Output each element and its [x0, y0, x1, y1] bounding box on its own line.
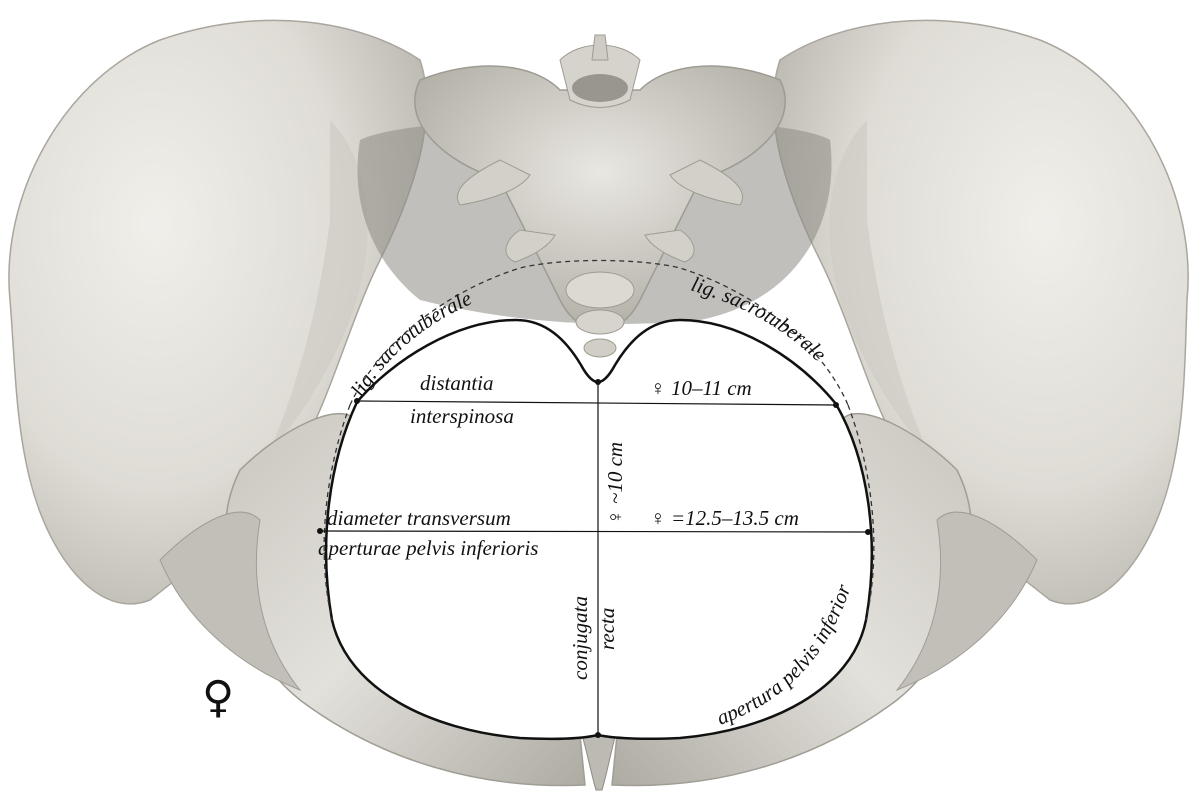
label-interspinosa-value: ♀ 10–11 cm — [650, 376, 752, 400]
point-left-spine — [354, 398, 360, 404]
label-transversum: diameter transversum — [327, 506, 511, 530]
point-right-tuber — [865, 529, 871, 535]
label-distantia: distantia — [420, 371, 494, 395]
label-recta: recta — [595, 608, 619, 650]
female-symbol: ♀ — [202, 672, 234, 723]
label-aperturae: aperturae pelvis inferioris — [318, 536, 538, 560]
point-left-tuber — [317, 528, 323, 534]
point-coccyx-tip — [595, 379, 601, 385]
label-transversum-value: ♀ =12.5–13.5 cm — [650, 506, 799, 530]
point-symphysis — [595, 732, 601, 738]
label-interspinosa: interspinosa — [410, 404, 514, 428]
label-conjugata: conjugata — [568, 596, 592, 680]
coccyx — [566, 272, 634, 308]
label-conjugata-value: ♀ ~10 cm — [603, 442, 627, 525]
point-right-spine — [833, 402, 839, 408]
